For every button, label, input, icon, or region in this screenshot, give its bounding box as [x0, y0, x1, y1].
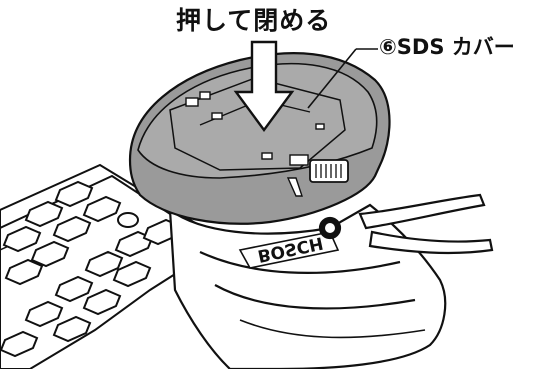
- instruction-text: 押して閉める: [176, 6, 332, 35]
- down-arrow-icon: [233, 40, 295, 133]
- leader-line: [307, 48, 357, 109]
- blade-teeth: [0, 180, 182, 358]
- callout-label: ⑥SDS カバー: [379, 35, 515, 59]
- tool-body: [168, 193, 494, 369]
